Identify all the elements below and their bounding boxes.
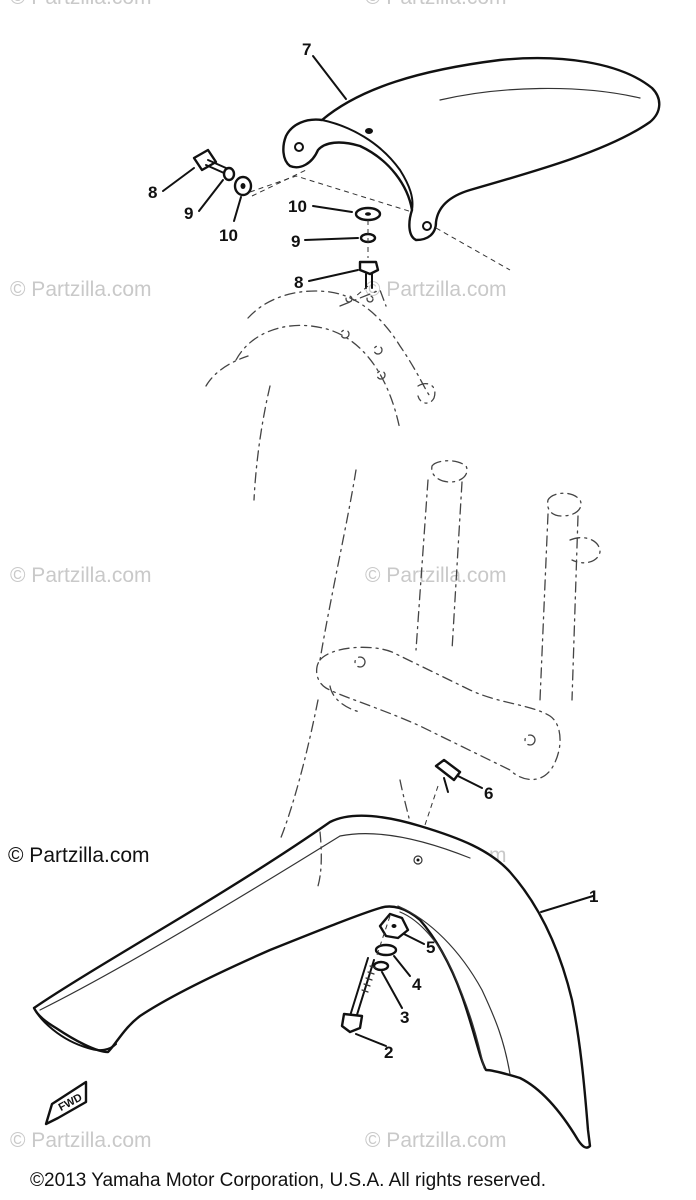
callout-bracket-clip: 6: [484, 784, 493, 803]
callout-fender-bolt: 2: [384, 1043, 393, 1062]
bolt-right: [358, 260, 380, 289]
callout-bolt-right: 8: [294, 273, 303, 292]
callout-washer-left: 10: [219, 226, 238, 245]
watermark: © Partzilla.com: [365, 1129, 507, 1152]
upper-bracket-outline: [205, 285, 436, 501]
plain-washer: [374, 943, 398, 957]
watermark: © Partzilla.com: [10, 278, 152, 301]
nut-plate: [378, 912, 410, 940]
watermark: © Partzilla.com: [10, 1129, 152, 1152]
callout-nut-plate: 5: [426, 938, 435, 957]
watermark: © Partzilla.com: [365, 564, 507, 587]
watermark: © Partzilla.com: [10, 564, 152, 587]
forward-arrow-icon: FWD: [44, 1080, 88, 1126]
watermark: © Partzilla.com: [365, 0, 507, 9]
spring-washer: [372, 960, 390, 972]
lock-washer-left: [222, 166, 236, 182]
callout-washer-right: 10: [288, 197, 307, 216]
callout-lock-washer-right: 9: [291, 232, 300, 251]
fork-outline: [279, 460, 601, 841]
callout-headlight-cover: 7: [302, 40, 311, 59]
callout-spring-washer: 3: [400, 1008, 409, 1027]
callout-lock-washer-left: 9: [184, 204, 193, 223]
bolt-left: [192, 148, 227, 174]
callout-plain-washer: 4: [412, 975, 422, 994]
headlight-cover: [282, 56, 661, 242]
bracket-clip: [434, 758, 462, 793]
callout-bolt-left: 8: [148, 183, 157, 202]
front-fender: [32, 814, 592, 1149]
watermark: © Partzilla.com: [10, 0, 152, 9]
fender-bolt: [340, 957, 377, 1034]
copyright-notice: ©2013 Yamaha Motor Corporation, U.S.A. A…: [30, 1170, 546, 1191]
callout-fender: 1: [589, 887, 598, 906]
watermark-prominent: © Partzilla.com: [8, 844, 150, 867]
watermark: © Partzilla.com: [365, 278, 507, 301]
